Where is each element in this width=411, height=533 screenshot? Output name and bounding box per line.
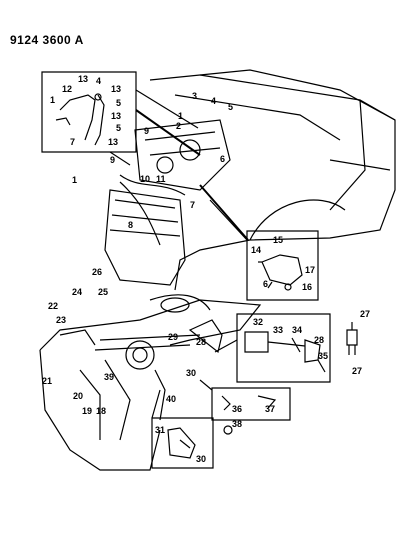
callout-13: 13 [108,137,118,147]
document-id: 9124 3600 A [10,33,84,47]
callout-1: 1 [50,95,55,105]
callout-5: 5 [228,102,233,112]
callout-32: 32 [253,317,263,327]
callout-17: 17 [305,265,315,275]
callout-3: 3 [192,91,197,101]
callout-30: 30 [196,454,206,464]
callout-1: 1 [72,175,77,185]
callout-9: 9 [110,155,115,165]
callout-38: 38 [232,419,242,429]
callout-24: 24 [72,287,82,297]
callout-4: 4 [211,96,216,106]
callout-28: 28 [196,337,206,347]
callout-27: 27 [352,366,362,376]
callout-30: 30 [186,368,196,378]
callout-33: 33 [273,325,283,335]
callout-21: 21 [42,376,52,386]
callout-19: 19 [82,406,92,416]
callout-29: 29 [168,332,178,342]
callout-12: 12 [62,84,72,94]
callout-11: 11 [156,174,166,184]
callout-10: 10 [140,174,150,184]
callout-25: 25 [98,287,108,297]
callout-2: 2 [176,121,181,131]
callout-6: 6 [263,279,268,289]
callout-13: 13 [111,111,121,121]
callout-9: 9 [144,126,149,136]
callout-39: 39 [104,372,114,382]
callout-18: 18 [96,406,106,416]
callout-1: 1 [178,111,183,121]
callout-31: 31 [155,425,165,435]
callout-27: 27 [360,309,370,319]
callout-35: 35 [318,351,328,361]
callout-13: 13 [78,74,88,84]
callout-15: 15 [273,235,283,245]
callout-5: 5 [116,123,121,133]
callout-4: 4 [96,76,101,86]
callout-8: 8 [128,220,133,230]
callout-36: 36 [232,404,242,414]
callout-20: 20 [73,391,83,401]
callout-28: 28 [314,335,324,345]
callout-7: 7 [190,200,195,210]
callout-40: 40 [166,394,176,404]
callout-7: 7 [70,137,75,147]
callout-34: 34 [292,325,302,335]
callout-13: 13 [111,84,121,94]
callout-23: 23 [56,315,66,325]
callout-6: 6 [220,154,225,164]
callout-26: 26 [92,267,102,277]
callout-37: 37 [265,404,275,414]
callout-5: 5 [116,98,121,108]
callout-22: 22 [48,301,58,311]
callout-14: 14 [251,245,261,255]
callout-16: 16 [302,282,312,292]
